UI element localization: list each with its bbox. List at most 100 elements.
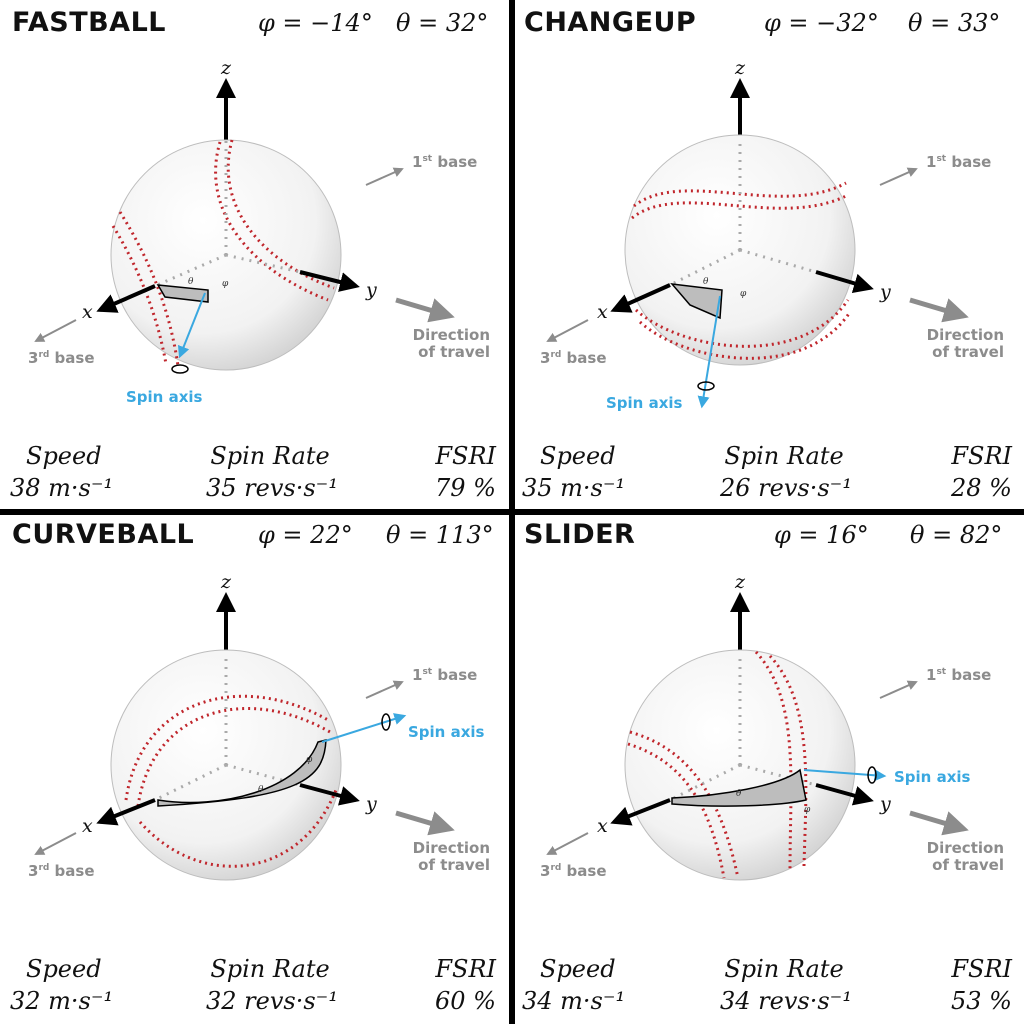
y-axis-label: y [365, 279, 377, 301]
z-axis-label: z [734, 571, 746, 593]
x-axis-dotted [669, 763, 741, 802]
y-axis-dotted [739, 248, 817, 274]
first-base-label: 1st base [412, 666, 477, 684]
seam [627, 742, 726, 879]
spin-axis-arrow [697, 295, 721, 409]
x-axis-label: x [597, 815, 608, 837]
fsri-label: FSRI [950, 442, 1012, 470]
x-axis-label: x [82, 301, 93, 323]
seam [629, 730, 740, 879]
z-axis-label: z [734, 57, 746, 79]
speed-label: Speed [26, 442, 102, 470]
first-base-arrow [365, 680, 404, 699]
rotation-icon [381, 713, 391, 731]
spin-rate-value: 32 revs·s⁻¹ [206, 987, 338, 1015]
seam [768, 654, 808, 867]
spin-axis-label: Spin axis [606, 394, 683, 412]
theta-value: θ = 82° [910, 521, 1002, 549]
third-base-arrow [34, 832, 77, 855]
direction-label-line1: Direction [413, 326, 490, 344]
direction-label-line1: Direction [927, 839, 1004, 857]
first-base-arrow [879, 167, 918, 186]
horizontal-divider [0, 509, 1024, 515]
panel-title: FASTBALL [12, 7, 166, 38]
y-axis-dotted [739, 763, 817, 787]
theta-value: θ = 33° [908, 9, 1000, 37]
first-base-arrow [879, 680, 918, 699]
phi-small-label: φ [804, 805, 811, 815]
seam [638, 311, 852, 360]
third-base-arrow [34, 319, 77, 342]
y-axis-arrow [299, 783, 360, 806]
speed-label: Speed [540, 955, 616, 983]
third-base-label: 3rd base [540, 349, 607, 367]
x-axis-arrow [610, 283, 671, 313]
x-axis-arrow [610, 798, 671, 826]
first-base-label: 1st base [412, 153, 477, 171]
angle-wedge [156, 284, 209, 303]
seam [124, 694, 329, 801]
rotation-icon [867, 766, 877, 784]
phi-value: φ = 16° [774, 521, 869, 549]
spin-rate-label: Spin Rate [724, 955, 843, 983]
fsri-value: 79 % [435, 474, 496, 502]
spin-axis-arrow [177, 292, 206, 359]
seam [633, 181, 847, 208]
y-axis-arrow [299, 270, 360, 292]
x-axis-dotted [154, 253, 227, 288]
seam [111, 225, 168, 365]
y-axis-label: y [879, 281, 891, 303]
seam [214, 141, 329, 302]
spin-rate-label: Spin Rate [210, 955, 329, 983]
spin-axis-label: Spin axis [126, 388, 203, 406]
theta-small-label: θ [188, 277, 194, 287]
theta-small-label: θ [736, 789, 742, 799]
first-base-label: 1st base [926, 666, 991, 684]
z-axis-label: z [220, 57, 232, 79]
angle-wedge [670, 283, 723, 320]
third-base-arrow [546, 319, 589, 342]
seam [118, 211, 180, 367]
theta-small-label: θ [258, 785, 264, 795]
spin-axis-label: Spin axis [894, 768, 971, 786]
seam [226, 139, 335, 290]
direction-label-line2: of travel [418, 343, 490, 361]
y-axis-arrow [815, 783, 874, 806]
direction-label-line2: of travel [932, 343, 1004, 361]
x-axis-dotted [154, 763, 227, 802]
spin-rate-label: Spin Rate [724, 442, 843, 470]
fsri-value: 53 % [951, 987, 1012, 1015]
first-base-arrow [365, 167, 404, 186]
spin-rate-value: 26 revs·s⁻¹ [719, 474, 852, 502]
panel-changeup: CHANGEUP φ = −32° θ = 33° z θ φ x y Spin… [522, 7, 1013, 502]
y-axis-label: y [365, 793, 377, 815]
panel-curveball: CURVEBALL φ = 22° θ = 113° z θ φ x y Spi… [10, 519, 497, 1015]
seam [138, 789, 338, 868]
phi-value: φ = −32° [764, 9, 879, 37]
spin-rate-value: 34 revs·s⁻¹ [720, 987, 852, 1015]
third-base-arrow [546, 832, 589, 855]
spin-axis-arrow [803, 769, 887, 782]
panel-title: CHANGEUP [524, 7, 696, 38]
direction-label-line1: Direction [927, 326, 1004, 344]
x-axis-label: x [597, 301, 608, 323]
x-axis-arrow [96, 284, 156, 313]
spin-rate-value: 35 revs·s⁻¹ [206, 474, 338, 502]
panel-title: CURVEBALL [12, 519, 194, 550]
phi-small-label: φ [222, 279, 229, 289]
spin-axis-label: Spin axis [408, 723, 485, 741]
speed-value: 35 m·s⁻¹ [522, 474, 625, 502]
speed-label: Speed [26, 955, 102, 983]
theta-small-label: θ [703, 277, 709, 287]
speed-label: Speed [540, 442, 616, 470]
third-base-label: 3rd base [28, 349, 95, 367]
travel-arrow [395, 810, 455, 836]
x-axis-label: x [82, 815, 93, 837]
direction-label-line1: Direction [413, 839, 490, 857]
seam [631, 193, 849, 220]
travel-arrow [909, 810, 969, 836]
fsri-value: 28 % [950, 474, 1012, 502]
third-base-label: 3rd base [540, 862, 607, 880]
fsri-label: FSRI [434, 955, 496, 983]
